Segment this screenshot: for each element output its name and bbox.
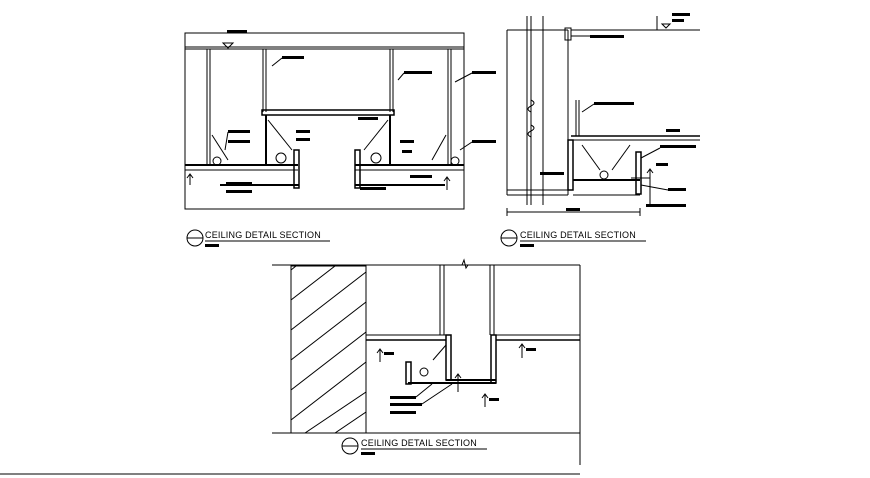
section-b-drawing [506, 13, 700, 216]
section-a-title: CEILING DETAIL SECTION [205, 230, 321, 240]
section-b-title: CEILING DETAIL SECTION [520, 230, 636, 240]
section-a-drawing [184, 30, 496, 210]
column-hatch [291, 266, 366, 433]
section-c-title: CEILING DETAIL SECTION [361, 438, 477, 448]
section-a-title-block: CEILING DETAIL SECTION [186, 229, 330, 247]
section-c-title-block: CEILING DETAIL SECTION [341, 437, 487, 455]
section-c-drawing [272, 258, 581, 465]
section-b-title-block: CEILING DETAIL SECTION [500, 229, 646, 247]
